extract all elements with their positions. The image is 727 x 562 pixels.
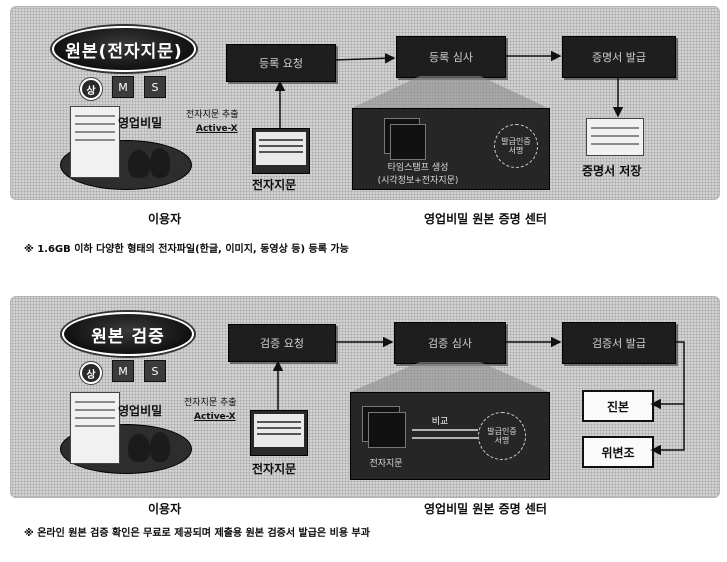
fingerprint-inner-label: 전자지문 — [369, 459, 403, 469]
authentic-result-box: 진본 — [582, 390, 654, 422]
forged-result-box: 위변조 — [582, 436, 654, 468]
center-caption: 영업비밀 원본 증명 센터 — [424, 212, 547, 226]
trade-secret-label: 영업비밀 — [118, 116, 163, 130]
certificate-issue-text: 증명서 발급 — [591, 51, 647, 64]
authentic-result-text: 진본 — [606, 399, 630, 414]
original-title-text: 원본(전자지문) — [65, 41, 183, 62]
timestamp-label: 타임스탬프 생성 (시각정보+전자지문) — [377, 163, 459, 186]
compare-label: 비교 — [431, 417, 449, 427]
trade-secret-label: 영업비밀 — [118, 404, 163, 418]
document-icon — [70, 106, 120, 178]
user-person-icon — [128, 150, 150, 178]
forged-result-text: 위변조 — [601, 445, 635, 460]
fingerprint-label: 전자지문 — [252, 462, 297, 476]
user-person-icon — [150, 148, 170, 178]
doc-m-icon: M — [112, 360, 134, 382]
document-icon — [70, 392, 120, 464]
user-person-icon — [150, 432, 170, 462]
user-caption: 이용자 — [148, 212, 182, 226]
original-title-oval: 원본(전자지문) — [52, 26, 196, 72]
save-certificate-label: 증명서 저장 — [582, 164, 642, 178]
server-stack-icon — [390, 124, 426, 160]
registration-note: ※ 1.6GB 이하 다양한 형태의 전자파일(한글, 이미지, 동영상 등) … — [24, 244, 349, 255]
verify-request-box: 검증 요청 — [228, 324, 336, 362]
verify-title-oval: 원본 검증 — [62, 312, 194, 356]
doc-m-icon-text: M — [118, 80, 128, 94]
verify-review-text: 검증 심사 — [428, 337, 472, 350]
verify-title-text: 원본 검증 — [91, 326, 165, 347]
center-caption: 영업비밀 원본 증명 센터 — [424, 502, 547, 516]
doc-s-icon: S — [144, 360, 166, 382]
verify-review-box: 검증 심사 — [394, 322, 506, 364]
seal-icon-text: 상 — [86, 85, 96, 97]
activex-label: Active-X — [194, 412, 236, 422]
seal-icon: 상 — [80, 362, 102, 384]
signature-circle: 발급인증 서명 — [494, 124, 538, 168]
certificate-doc-icon — [586, 118, 644, 156]
monitor-icon — [252, 128, 310, 174]
seal-icon-text: 상 — [86, 369, 96, 381]
verify-certificate-box: 검증서 발급 — [562, 322, 676, 364]
doc-m-icon-text: M — [118, 364, 128, 378]
signature-circle: 발급인증 서명 — [478, 412, 526, 460]
doc-m-icon: M — [112, 76, 134, 98]
verify-request-text: 검증 요청 — [260, 337, 304, 350]
fingerprint-stack-icon — [368, 412, 406, 448]
register-request-text: 등록 요청 — [259, 57, 303, 70]
verification-note: ※ 온라인 원본 검증 확인은 무료로 제공되며 제출용 원본 검증서 발급은 … — [24, 528, 370, 539]
doc-s-icon-text: S — [151, 364, 159, 378]
user-caption: 이용자 — [148, 502, 182, 516]
fingerprint-label: 전자지문 — [252, 178, 297, 192]
register-review-box: 등록 심사 — [396, 36, 506, 78]
doc-s-icon-text: S — [151, 80, 159, 94]
monitor-icon — [250, 410, 308, 456]
register-request-box: 등록 요청 — [226, 44, 336, 82]
activex-label: Active-X — [196, 124, 238, 134]
extract-label: 전자지문 추출 — [184, 398, 237, 408]
seal-icon: 상 — [80, 78, 102, 100]
extract-label: 전자지문 추출 — [186, 110, 239, 120]
register-review-text: 등록 심사 — [429, 51, 473, 64]
doc-s-icon: S — [144, 76, 166, 98]
verify-certificate-text: 검증서 발급 — [591, 337, 647, 350]
certificate-issue-box: 증명서 발급 — [562, 36, 676, 78]
user-person-icon — [128, 434, 150, 462]
